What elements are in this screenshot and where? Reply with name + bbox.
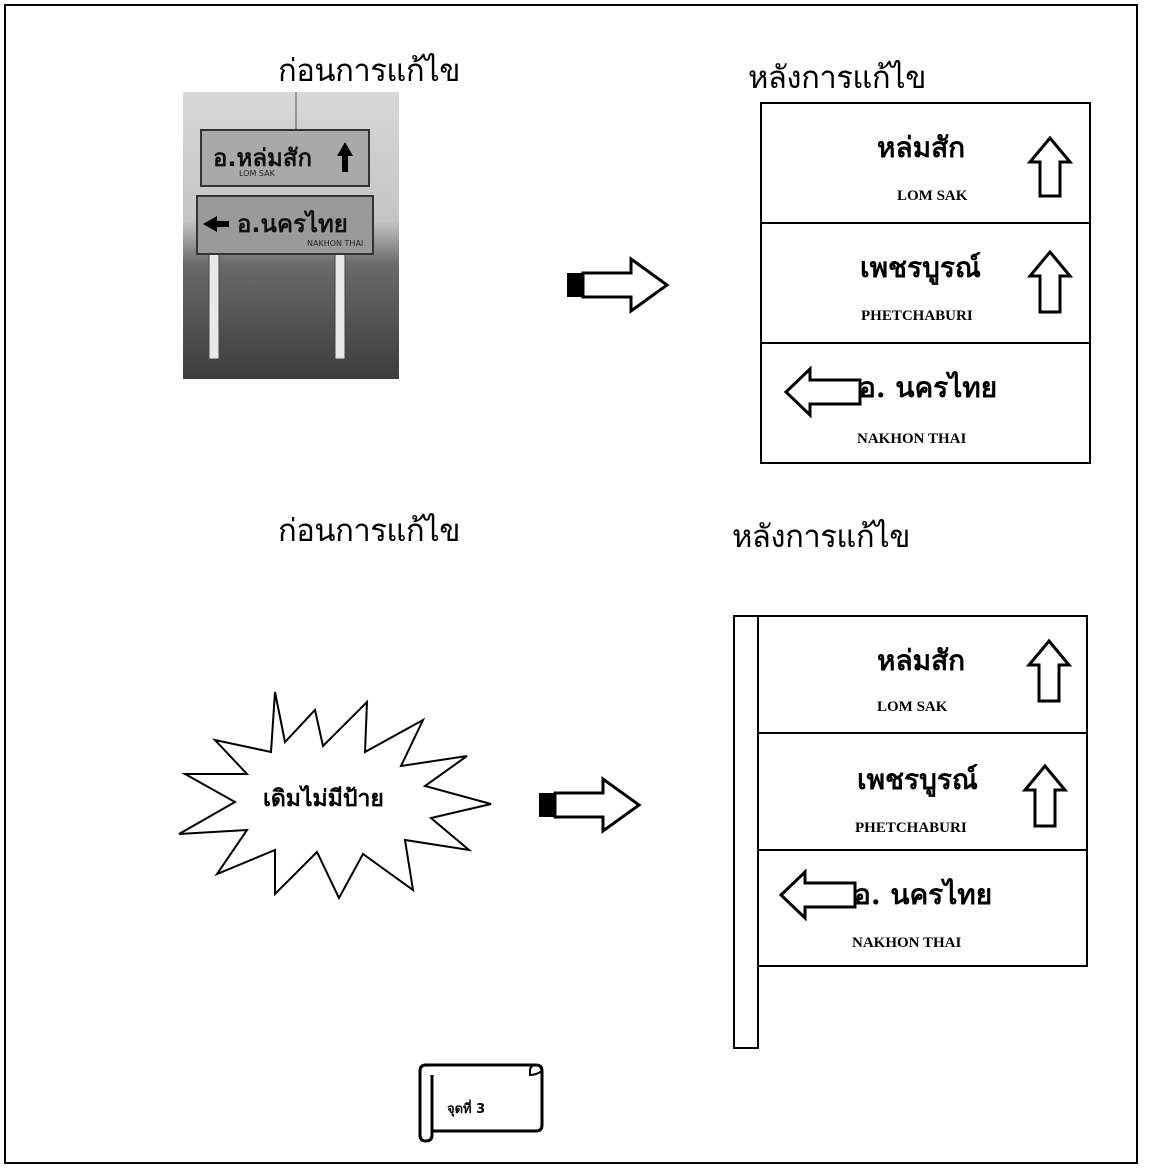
sign-thai-name: เพชรบูรณ์: [860, 251, 981, 284]
photo-sign2-eng: NAKHON THAI: [307, 239, 364, 248]
bottom-before-heading: ก่อนการแก้ไข: [278, 513, 460, 549]
sign-english-name: PHETCHABURI: [855, 820, 967, 836]
old-sign-photo: อ.หล่มสัก LOM SAK อ.นครไทย NAKHON THAI: [183, 92, 399, 379]
top-sign-panel-3: อ. นครไทย NAKHON THAI: [762, 344, 1089, 464]
sign-english-name: NAKHON THAI: [857, 431, 967, 447]
sign-thai-name: เพชรบูรณ์: [857, 763, 978, 796]
bottom-sign-panel-3: อ. นครไทย NAKHON THAI: [759, 851, 1086, 967]
up-arrow-icon: [1026, 135, 1074, 198]
up-arrow-icon: [1025, 638, 1073, 703]
top-new-sign-board: หล่มสัก LOM SAK เพชรบูรณ์ PHETCHABURI อ.…: [760, 102, 1091, 464]
sign-thai-name: อ. นครไทย: [854, 878, 993, 911]
left-arrow-icon: [778, 868, 857, 922]
sign-english-name: LOM SAK: [897, 188, 968, 204]
top-after-heading: หลังการแก้ไข: [748, 60, 926, 96]
top-sign-panel-2: เพชรบูรณ์ PHETCHABURI: [762, 224, 1089, 344]
no-sign-text: เดิมไม่มีป้าย: [263, 786, 384, 812]
right-arrow-icon: [539, 776, 642, 834]
starburst-callout: [178, 691, 492, 901]
up-arrow-icon: [1026, 249, 1074, 314]
right-arrow-icon: [567, 256, 670, 314]
top-before-heading: ก่อนการแก้ไข: [278, 53, 460, 89]
photo-sign1-eng: LOM SAK: [239, 169, 275, 178]
sign-english-name: LOM SAK: [877, 699, 948, 715]
top-sign-panel-1: หล่มสัก LOM SAK: [762, 104, 1089, 224]
up-arrow-icon: [1021, 763, 1069, 828]
photo-sign1-thai: อ.หล่มสัก: [213, 144, 313, 172]
bottom-after-heading: หลังการแก้ไข: [732, 519, 910, 555]
page-frame: [4, 4, 1138, 1164]
sign-english-name: NAKHON THAI: [852, 935, 962, 951]
sign-english-name: PHETCHABURI: [861, 308, 973, 324]
point-label: จุดที่ 3: [447, 1102, 486, 1117]
bottom-sign-panel-1: หล่มสัก LOM SAK: [759, 617, 1086, 734]
sign-thai-name: หล่มสัก: [877, 644, 966, 677]
left-arrow-icon: [783, 365, 862, 419]
bottom-new-sign-board: หล่มสัก LOM SAK เพชรบูรณ์ PHETCHABURI อ.…: [757, 615, 1088, 967]
sign-post: [733, 615, 759, 1049]
sign-thai-name: อ. นครไทย: [859, 371, 998, 404]
photo-sign2-thai: อ.นครไทย: [237, 210, 348, 238]
bottom-sign-panel-2: เพชรบูรณ์ PHETCHABURI: [759, 734, 1086, 851]
scroll-icon: [418, 1063, 544, 1143]
old-sign-photo-drawing: [196, 92, 374, 360]
sign-thai-name: หล่มสัก: [877, 131, 966, 164]
